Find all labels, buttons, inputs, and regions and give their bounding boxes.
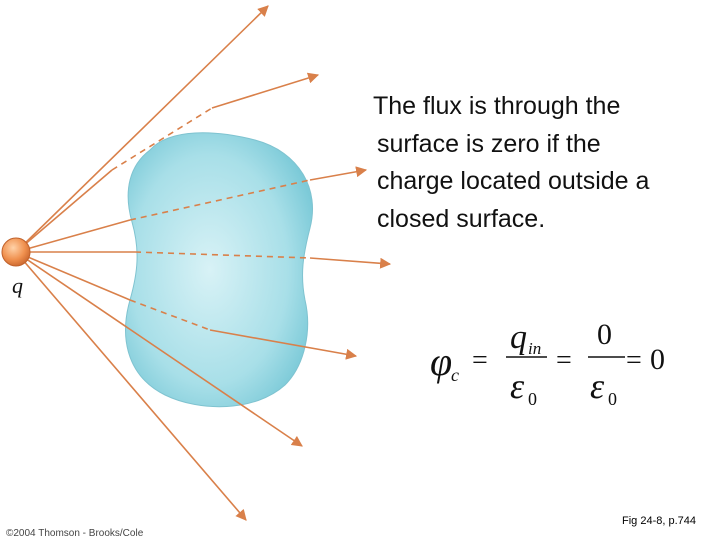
field-line-5	[15, 251, 131, 301]
field-line-3	[15, 219, 131, 253]
eq-eps-2: ε	[590, 366, 605, 406]
caption-line-2: surface is zero if the	[377, 129, 601, 158]
caption-line-3: charge located outside a	[377, 167, 650, 195]
charge-label: q	[12, 273, 23, 298]
caption-line-4: closed surface.	[377, 204, 546, 233]
eq-q: q	[510, 319, 527, 356]
field-line-2-inside	[111, 107, 213, 171]
field-line-3-inside	[129, 179, 311, 221]
eq-phi: φ	[430, 339, 452, 384]
eq-result: 0	[650, 343, 665, 376]
field-line-4-inside	[134, 251, 311, 259]
closed-surface	[125, 132, 314, 408]
eq-eps-2-sub: 0	[608, 389, 617, 409]
eq-q-sub: in	[528, 339, 541, 358]
field-line-5-outside	[209, 329, 358, 360]
eq-eps: ε	[510, 366, 525, 406]
field-line-7	[15, 251, 247, 521]
eq-equals-3: =	[626, 345, 642, 376]
field-line-2-outside	[211, 72, 320, 109]
copyright-notice: ©2004 Thomson - Brooks/Cole	[6, 528, 144, 539]
eq-equals-2: =	[556, 345, 572, 376]
eq-eps-sub: 0	[528, 389, 537, 409]
field-line-2	[15, 169, 113, 253]
caption-text: The flux is through the surface is zero …	[370, 88, 690, 238]
caption-line-1: The flux is through the	[373, 92, 621, 120]
point-charge	[1, 237, 31, 267]
eq-phi-sub: c	[451, 365, 459, 385]
flux-equation: φ c = q in ε 0 = 0 ε 0 = 0	[430, 318, 665, 409]
eq-equals-1: =	[472, 345, 488, 376]
field-line-6	[15, 251, 303, 447]
field-line-5-inside	[129, 299, 211, 331]
figure-reference: Fig 24-8, p.744	[622, 515, 696, 527]
field-line-1	[15, 5, 269, 253]
field-line-4-outside	[309, 257, 392, 269]
eq-zero-numerator: 0	[597, 318, 612, 351]
field-line-3-outside	[309, 166, 368, 181]
field-lines	[15, 5, 392, 521]
